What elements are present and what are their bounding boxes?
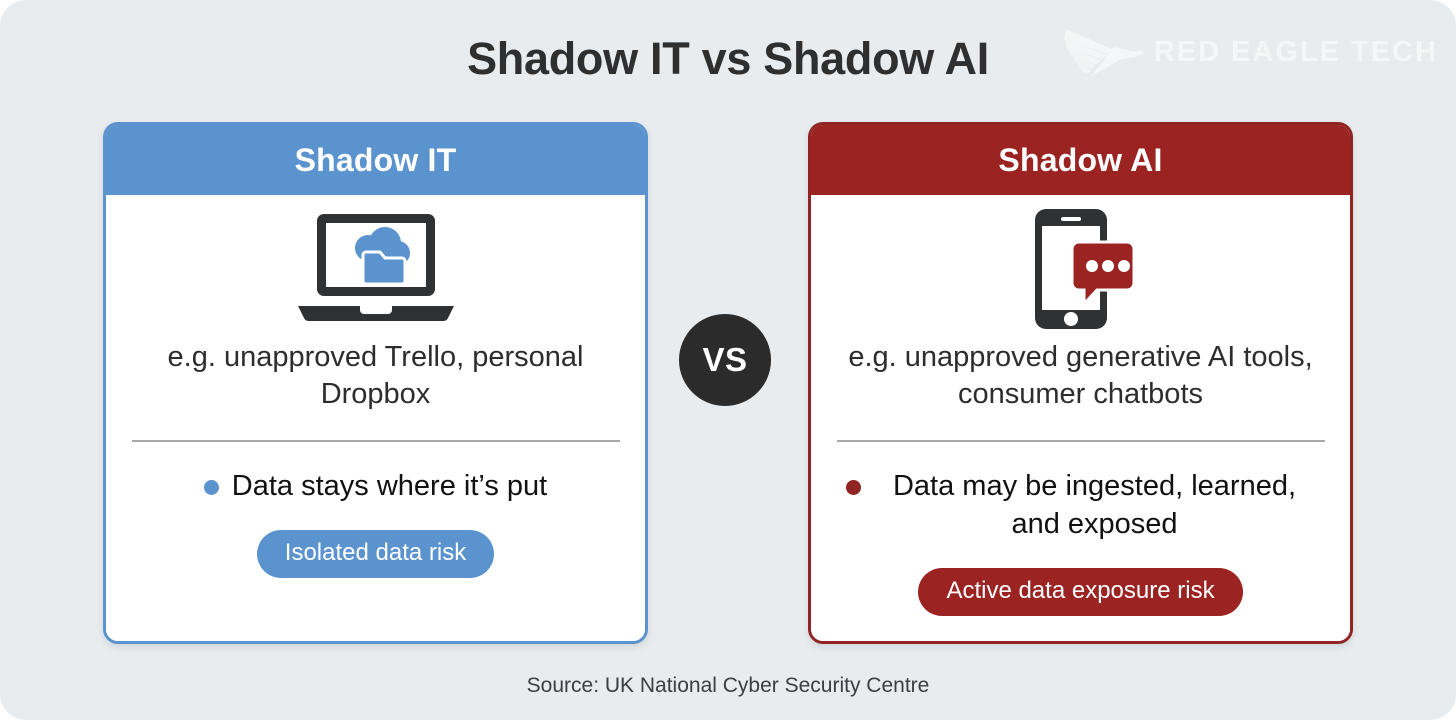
source-note: Source: UK National Cyber Security Centr… xyxy=(526,674,930,697)
bullet-dot-icon xyxy=(845,480,861,496)
eagle-icon xyxy=(1063,29,1144,77)
bullet-text-shadow-ai: Data may be ingested, learned, and expos… xyxy=(892,470,1297,540)
page-title: Shadow IT vs Shadow AI xyxy=(467,33,989,84)
card-divider xyxy=(836,440,1325,443)
vs-badge: VS xyxy=(679,314,771,406)
vs-badge-label: VS xyxy=(702,341,748,378)
card-shadow-it: Shadow IT xyxy=(103,122,648,644)
laptop-cloud-folder-icon xyxy=(290,195,462,343)
card-divider xyxy=(131,440,620,443)
brand-wordmark: RED EAGLE TECH xyxy=(1153,35,1438,68)
risk-pill-shadow-it: Isolated data risk xyxy=(256,529,495,578)
example-text-shadow-it: e.g. unapproved Trello, personal Dropbox xyxy=(167,341,584,411)
card-shadow-ai: Shadow AI e.g. xyxy=(808,122,1353,644)
bullet-row-shadow-it: Data stays where it’s put xyxy=(203,468,548,506)
bullet-text-shadow-it: Data stays where it’s put xyxy=(231,470,548,503)
bullet-dot-icon xyxy=(203,480,219,496)
risk-pill-shadow-ai: Active data exposure risk xyxy=(918,567,1243,616)
smartphone-chat-bubble-icon xyxy=(1021,195,1141,343)
brand-logo: RED EAGLE TECH xyxy=(1063,26,1438,80)
example-text-shadow-ai: e.g. unapproved generative AI tools, con… xyxy=(848,341,1313,411)
card-header-shadow-it: Shadow IT xyxy=(106,125,645,195)
card-body-shadow-ai: e.g. unapproved generative AI tools, con… xyxy=(811,195,1350,641)
bullet-row-shadow-ai: Data may be ingested, learned, and expos… xyxy=(845,468,1316,543)
card-header-shadow-ai: Shadow AI xyxy=(811,125,1350,195)
card-body-shadow-it: e.g. unapproved Trello, personal Dropbox… xyxy=(106,195,645,641)
